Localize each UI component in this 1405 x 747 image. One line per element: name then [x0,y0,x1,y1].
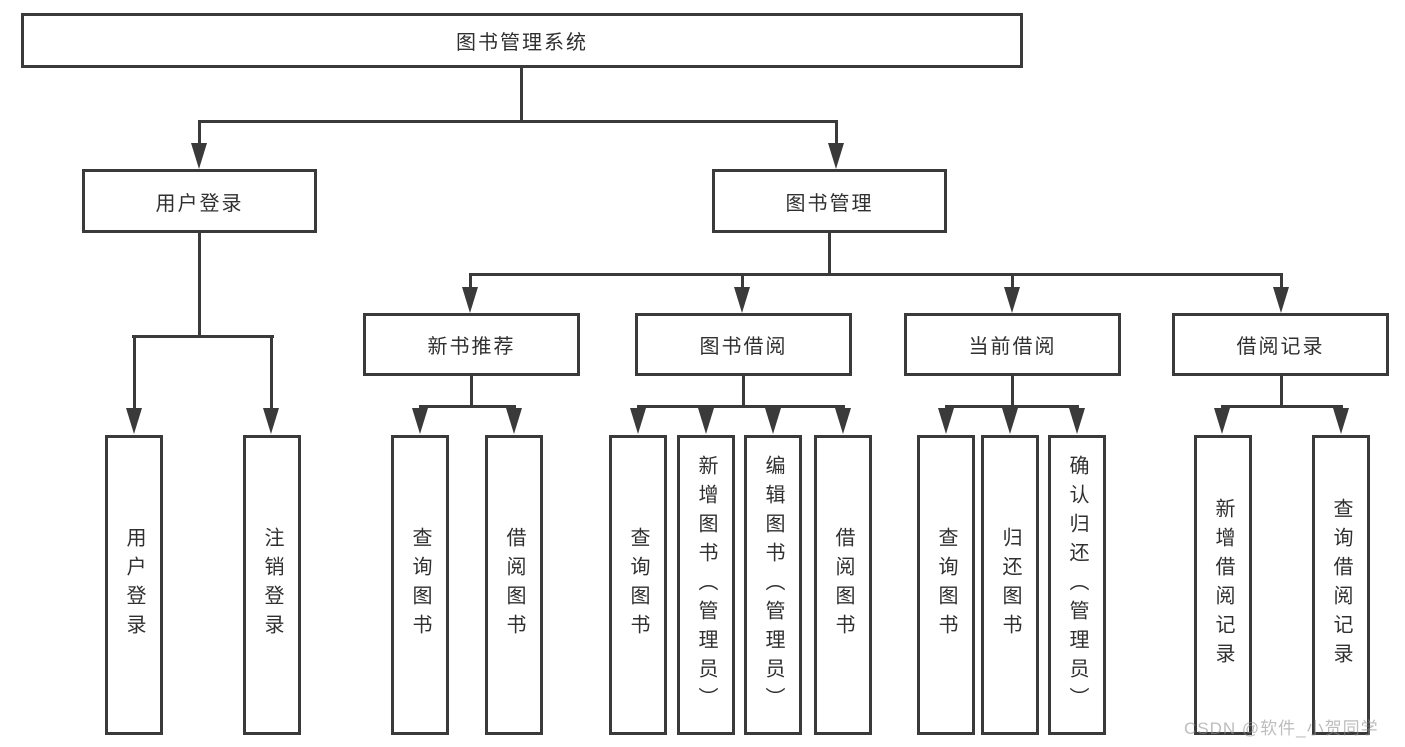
arrow-down-icon [1214,408,1230,434]
leaf-borrow-book-recommend: 借阅图书 [485,435,543,735]
connector-line [198,120,201,148]
arrow-down-icon [1004,287,1020,313]
connector-line [198,120,838,123]
connector-line [945,405,1079,408]
arrow-down-icon [1333,408,1349,434]
connector-line [419,405,516,408]
arrow-down-icon [263,408,279,434]
arrow-down-icon [835,408,851,434]
arrow-down-icon [191,143,207,169]
leaf-user-login: 用户登录 [105,435,163,735]
arrow-down-icon [1273,287,1289,313]
arrow-down-icon [734,287,750,313]
leaf-edit-book-admin: 编辑图书（管理员） [744,435,802,735]
arrow-down-icon [1069,408,1085,434]
leaf-confirm-return-admin: 确认归还（管理员） [1048,435,1106,735]
connector-line [198,233,201,337]
node-user-login: 用户登录 [82,169,317,233]
csdn-watermark: CSDN @软件_小贺同学 [1184,719,1379,738]
node-current-borrow-label: 当前借阅 [968,336,1057,358]
leaf-query-borrow-record-label: 查询借阅记录 [1330,498,1352,672]
arrow-down-icon [1002,408,1018,434]
node-borrow-records-label: 借阅记录 [1236,336,1325,358]
connector-line [469,273,1282,276]
leaf-edit-book-admin-label: 编辑图书（管理员） [762,454,784,716]
leaf-add-borrow-record-label: 新增借阅记录 [1212,498,1234,672]
leaf-borrow-book-recommend-label: 借阅图书 [503,527,525,643]
node-new-book-recommend: 新书推荐 [363,313,580,376]
connector-line [469,273,472,291]
leaf-logout: 注销登录 [243,435,301,735]
connector-line [741,273,744,291]
connector-line [270,335,273,412]
leaf-query-book-current: 查询图书 [917,435,975,735]
leaf-borrow-book: 借阅图书 [814,435,872,735]
node-new-book-recommend-label: 新书推荐 [427,336,516,358]
arrow-down-icon [412,408,428,434]
leaf-user-login-label: 用户登录 [123,527,145,643]
connector-line [133,335,136,412]
arrow-down-icon [698,408,714,434]
arrow-down-icon [462,287,478,313]
arrow-down-icon [506,408,522,434]
leaf-add-book-admin: 新增图书（管理员） [677,435,735,735]
connector-line [1280,273,1283,291]
node-current-borrow: 当前借阅 [904,313,1121,376]
connector-line [1011,273,1014,291]
leaf-return-book: 归还图书 [981,435,1039,735]
node-user-login-label: 用户登录 [155,192,244,215]
leaf-query-book-borrow-label: 查询图书 [627,527,649,643]
connector-line [132,335,274,338]
arrow-down-icon [828,143,844,169]
leaf-logout-label: 注销登录 [261,527,283,643]
arrow-down-icon [938,408,954,434]
leaf-query-borrow-record: 查询借阅记录 [1312,435,1370,735]
arrow-down-icon [630,408,646,434]
node-book-borrow: 图书借阅 [635,313,852,376]
connector-line [835,120,838,148]
connector-line [1011,376,1014,407]
connector-line [520,68,523,122]
leaf-confirm-return-admin-label: 确认归还（管理员） [1066,454,1088,716]
connector-line [1221,405,1343,408]
leaf-borrow-book-label: 借阅图书 [832,527,854,643]
node-borrow-records: 借阅记录 [1172,313,1389,376]
connector-line [1280,376,1283,407]
leaf-query-book-current-label: 查询图书 [935,527,957,643]
leaf-add-book-admin-label: 新增图书（管理员） [695,454,717,716]
node-root: 图书管理系统 [21,13,1023,68]
connector-line [742,376,745,407]
node-book-management-label: 图书管理 [785,192,874,215]
node-book-borrow-label: 图书借阅 [699,336,788,358]
leaf-add-borrow-record: 新增借阅记录 [1194,435,1252,735]
node-book-management: 图书管理 [712,169,947,233]
arrow-down-icon [126,408,142,434]
leaf-query-book-borrow: 查询图书 [609,435,667,735]
connector-line [637,405,845,408]
arrow-down-icon [765,408,781,434]
leaf-query-book-recommend: 查询图书 [391,435,449,735]
connector-line [828,233,831,275]
node-root-label: 图书管理系统 [456,32,588,54]
connector-line [470,376,473,407]
leaf-return-book-label: 归还图书 [999,527,1021,643]
leaf-query-book-recommend-label: 查询图书 [409,527,431,643]
